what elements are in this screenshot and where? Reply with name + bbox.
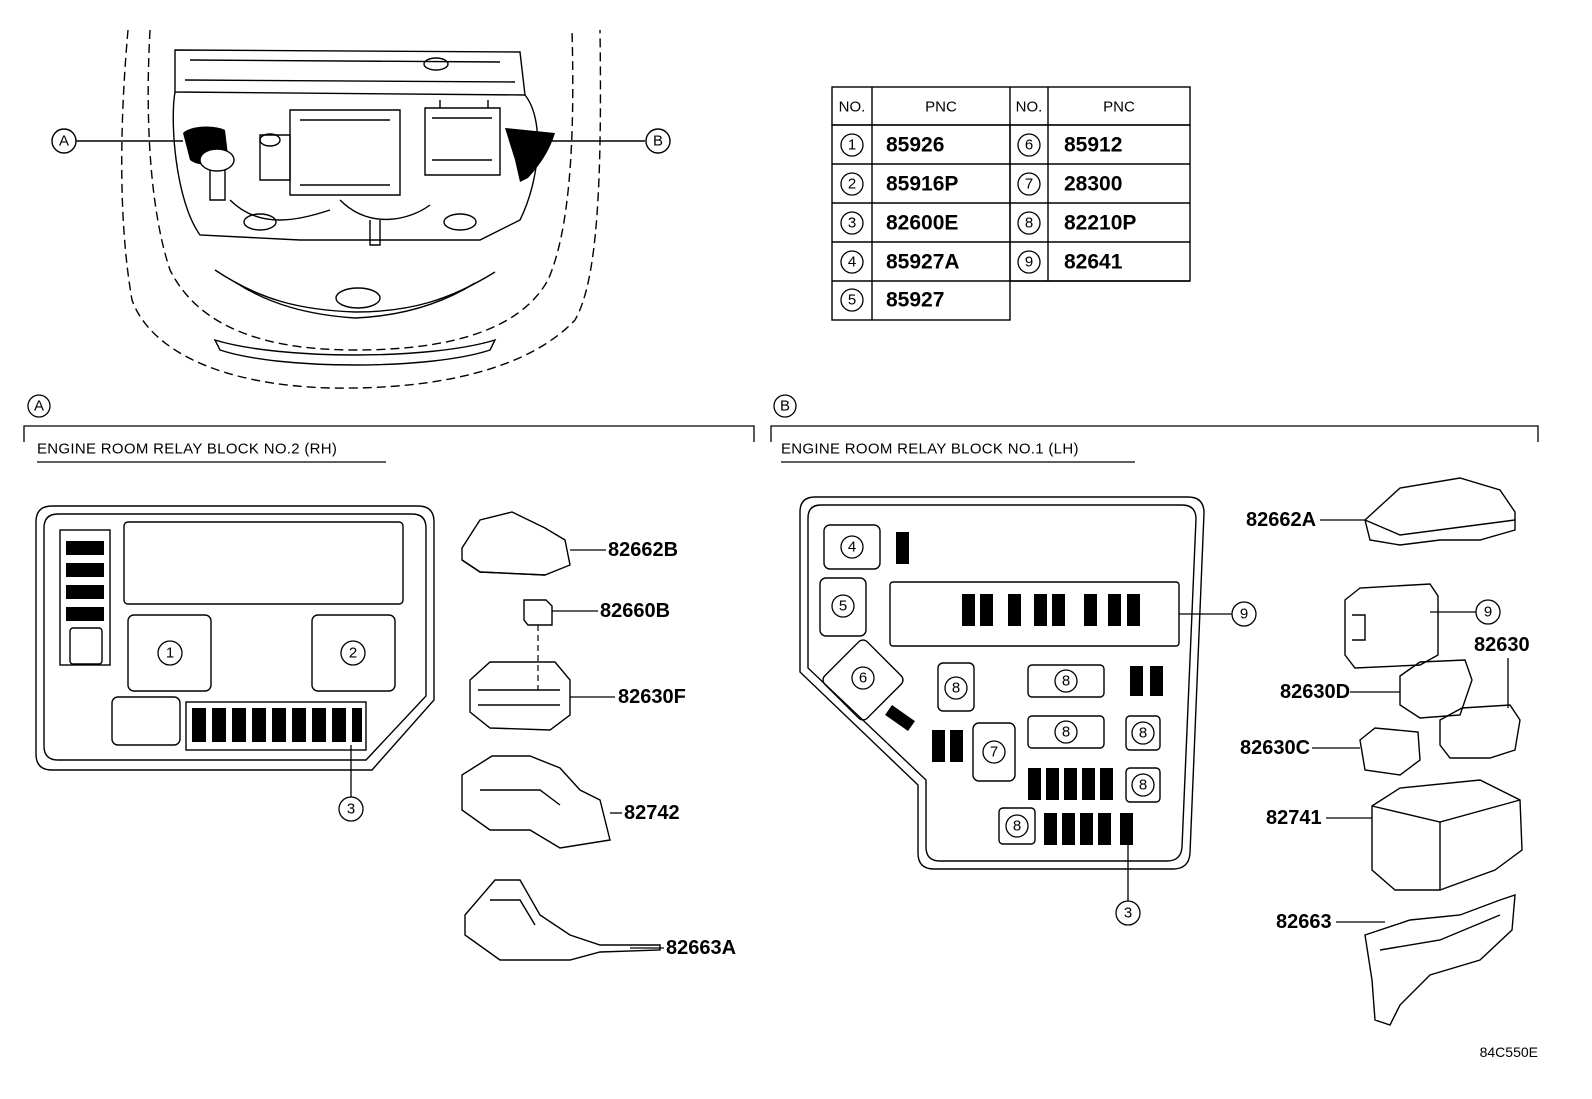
table-row-pnc: 85927A bbox=[886, 251, 960, 274]
marker-a-circle bbox=[51, 128, 77, 154]
section-b-title: ENGINE ROOM RELAY BLOCK NO.1 (LH) bbox=[781, 441, 1079, 458]
part-82662b: 82662B bbox=[608, 539, 678, 561]
fuse-row-a bbox=[192, 708, 362, 742]
part-82742: 82742 bbox=[624, 802, 680, 824]
block-a-number: 2 bbox=[349, 645, 357, 662]
table-row-no: 3 bbox=[848, 215, 856, 232]
table-row-pnc: 85926 bbox=[886, 134, 944, 157]
block-b-number: 4 bbox=[848, 539, 856, 556]
block-b-number: 9 bbox=[1240, 606, 1248, 623]
block-b-number: 8 bbox=[1013, 818, 1021, 835]
part-82660b: 82660B bbox=[600, 600, 670, 622]
part-82663: 82663 bbox=[1276, 911, 1332, 933]
parts-b: 82662A 9 82630 82630D 82630C 82741 82663 bbox=[1240, 477, 1530, 1026]
fuse-row-b-bottom bbox=[1044, 813, 1133, 845]
section-b: B ENGINE ROOM RELAY BLOCK NO.1 (LH) 4 5 bbox=[770, 394, 1539, 1026]
table-row-no: 2 bbox=[848, 176, 856, 193]
overview-marker-a: A bbox=[59, 133, 69, 150]
block-b-number: 8 bbox=[1139, 725, 1147, 742]
pnc-table: NO. PNC NO. PNC 1 85926 6 85912 2 85916P… bbox=[831, 86, 1191, 321]
block-b-number: 5 bbox=[839, 598, 847, 615]
table-header-no: NO. bbox=[839, 99, 866, 116]
block-b-number: 3 bbox=[1124, 905, 1132, 922]
table-row-no: 7 bbox=[1025, 176, 1033, 193]
table-header-pnc-2: PNC bbox=[1103, 99, 1135, 116]
block-b-number: 8 bbox=[952, 680, 960, 697]
part-82630: 82630 bbox=[1474, 634, 1530, 656]
table-row-no: 6 bbox=[1025, 137, 1033, 154]
block-b-number: 8 bbox=[1139, 777, 1147, 794]
part-82663a: 82663A bbox=[666, 937, 736, 959]
block-b-number: 8 bbox=[1062, 724, 1070, 741]
relay-block-no1: 4 5 9 6 8 8 bbox=[799, 496, 1257, 926]
table-row-no: 4 bbox=[848, 254, 856, 271]
table-row-pnc: 85912 bbox=[1064, 134, 1122, 157]
table-header-pnc: PNC bbox=[925, 99, 957, 116]
table-row-no: 8 bbox=[1025, 215, 1033, 232]
section-a: A ENGINE ROOM RELAY BLOCK NO.2 (RH) 1 2 bbox=[23, 394, 755, 961]
section-b-marker: B bbox=[780, 398, 790, 415]
table-row-pnc: 82641 bbox=[1064, 251, 1123, 274]
table-header-no-2: NO. bbox=[1016, 99, 1043, 116]
parts-a: 82662B 82660B 82630F 82742 82663A bbox=[461, 511, 736, 961]
diagram-code: 84C550E bbox=[1480, 1044, 1538, 1060]
table-row-no: 1 bbox=[848, 137, 856, 154]
table-row-no: 5 bbox=[848, 292, 856, 309]
table-row-pnc: 82600E bbox=[886, 212, 958, 235]
part-82741: 82741 bbox=[1266, 807, 1322, 829]
marker-b-circle bbox=[645, 128, 671, 154]
block-b-number: 6 bbox=[859, 670, 867, 687]
part-82630c: 82630C bbox=[1240, 737, 1310, 759]
block-b-number: 8 bbox=[1062, 673, 1070, 690]
overview-marker-b: B bbox=[653, 133, 663, 150]
part-82662a: 82662A bbox=[1246, 509, 1316, 531]
fuse-row-b-top bbox=[962, 594, 1140, 626]
relay-block-no2: 1 2 3 bbox=[35, 505, 435, 822]
part-82630d: 82630D bbox=[1280, 681, 1350, 703]
section-a-marker: A bbox=[34, 398, 44, 415]
fuse-row-b-mid bbox=[1028, 768, 1113, 800]
table-row-pnc: 82210P bbox=[1064, 212, 1136, 235]
block-a-number: 1 bbox=[166, 645, 174, 662]
table-row-pnc: 85916P bbox=[886, 173, 958, 196]
section-a-title: ENGINE ROOM RELAY BLOCK NO.2 (RH) bbox=[37, 441, 337, 458]
block-b-number: 7 bbox=[990, 744, 998, 761]
table-row-no: 9 bbox=[1025, 254, 1033, 271]
part-82630f: 82630F bbox=[618, 686, 686, 708]
engine-bay-overview: A B bbox=[51, 29, 671, 389]
block-a-number: 3 bbox=[347, 801, 355, 818]
part-b-9: 9 bbox=[1484, 604, 1492, 621]
table-row-pnc: 28300 bbox=[1064, 173, 1122, 196]
table-row-pnc: 85927 bbox=[886, 289, 944, 312]
